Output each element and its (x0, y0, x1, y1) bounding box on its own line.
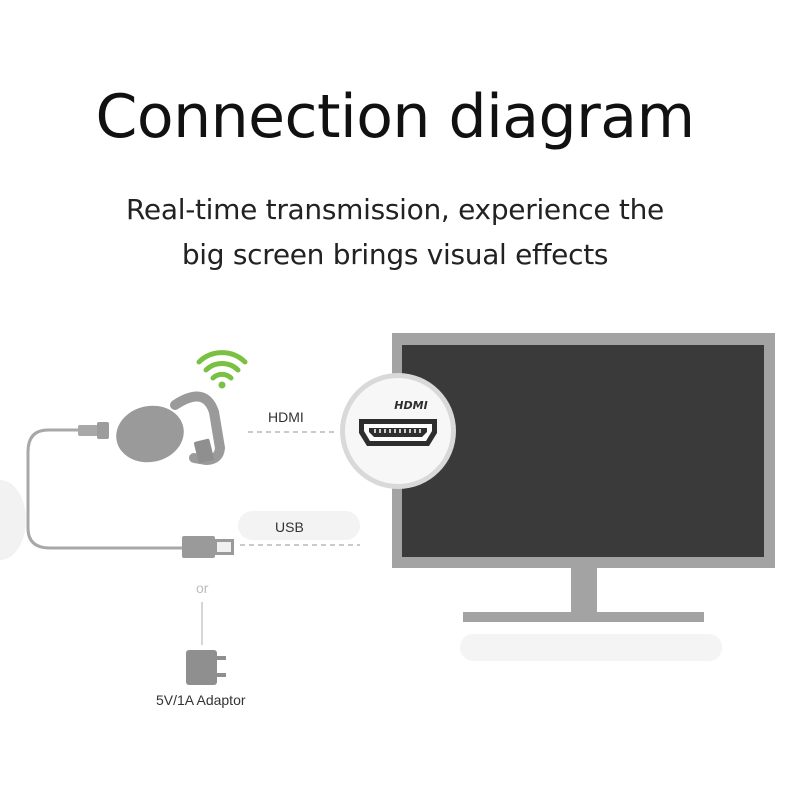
background-shape (0, 480, 26, 560)
hdmi-logo-text: HDMI (394, 399, 427, 412)
adaptor-icon (186, 650, 226, 685)
subtitle: Real-time transmission, experience the b… (0, 187, 790, 277)
hdmi-port-callout: HDMI (340, 373, 456, 489)
tv-stand-neck (571, 566, 597, 616)
tv-monitor (392, 333, 775, 661)
subtitle-line-2: big screen brings visual effects (181, 238, 609, 271)
usb-label: USB (275, 519, 304, 535)
usb-a-plug (182, 536, 234, 558)
dongle-device (116, 391, 226, 466)
tv-screen (402, 345, 764, 557)
hdmi-label: HDMI (268, 409, 304, 425)
subtitle-line-1: Real-time transmission, experience the (126, 193, 664, 226)
usb-cable (26, 428, 184, 550)
adaptor-label: 5V/1A Adaptor (156, 692, 246, 708)
tv-stand-base (463, 612, 704, 622)
tv-shadow (460, 634, 722, 661)
page-title: Connection diagram (95, 82, 695, 152)
micro-usb-plug (78, 422, 109, 439)
usb-label-pill (238, 511, 360, 540)
wifi-icon (196, 350, 248, 389)
or-label: or (196, 580, 209, 596)
